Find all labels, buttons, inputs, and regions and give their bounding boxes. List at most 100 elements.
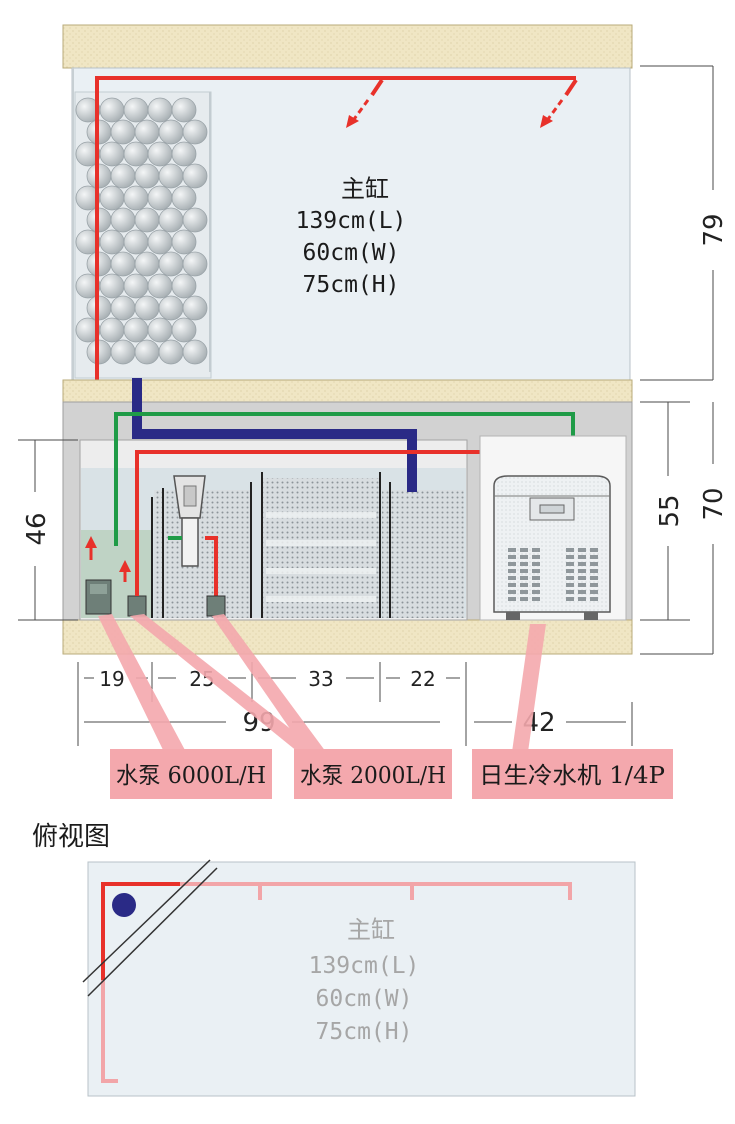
bio-ball [158,119,184,145]
chiller-vent-slot [590,555,598,559]
bio-ball [171,229,197,255]
bio-ball [182,163,208,189]
section-4-media [382,490,464,618]
chiller-vent-slot [508,597,516,601]
return-nozzle-2 [564,78,578,97]
bio-ball [110,251,136,277]
pump-6000 [85,579,112,615]
chiller-vent-slot [532,583,540,587]
chiller-vent-slot [520,562,528,566]
dim-sump-height: 55 [655,494,685,527]
bio-ball [99,97,125,123]
chiller-vent-slot [566,597,574,601]
callout-chiller-box [472,749,673,799]
main-tank-length: 139cm(L) [296,208,407,234]
pump-2000-b [206,595,226,617]
chiller-vent-slot [590,548,598,552]
callout-pump-small-box [294,749,452,799]
dim-tank-height: 79 [699,213,729,246]
section-3-media [262,478,380,618]
bio-ball [147,273,173,299]
chiller-vent-slot [578,583,586,587]
bio-ball [182,207,208,233]
chiller-vent-slot [566,548,574,552]
bio-ball [134,163,160,189]
tank-lid [62,24,633,69]
pump-2000-a [127,595,147,617]
return-nozzle-1 [370,78,384,97]
bio-ball [123,141,149,167]
bio-ball [182,295,208,321]
chiller-vent-slot [590,597,598,601]
flow-arrow-1 [346,99,370,128]
top-view-length: 139cm(L) [309,953,420,979]
bio-ball [123,185,149,211]
bio-ball [147,229,173,255]
bio-ball [147,141,173,167]
top-view-tank [87,861,636,1097]
chiller-vent-slot [520,569,528,573]
callout-leaders [98,614,546,752]
chiller-vent-slot [508,590,516,594]
bio-ball [182,251,208,277]
bio-ball [99,229,125,255]
bio-ball [123,317,149,343]
top-view-height: 75cm(H) [316,1019,413,1045]
protein-skimmer [173,475,206,567]
bio-ball [99,273,125,299]
bio-ball [123,97,149,123]
chiller-vent-slot [532,562,540,566]
chiller-vent-slot [520,576,528,580]
chiller-vent-slot [578,576,586,580]
bio-ball [110,339,136,365]
dimension-lines [18,65,714,746]
cabinet-top-board [62,379,633,403]
bio-ball [134,339,160,365]
chiller-vent-slot [520,597,528,601]
chiller-vent-slot [508,569,516,573]
callout-chiller: 日生冷水机 1/4P [479,763,665,789]
chiller-vent-slot [508,555,516,559]
bio-ball [182,339,208,365]
chiller-vent-slot [578,562,586,566]
sump-baffles [151,472,391,618]
bio-ball [158,207,184,233]
dim-water-level: 46 [22,512,52,545]
flow-arrow-2 [540,99,564,128]
top-view-drain [112,893,136,917]
bio-ball [110,295,136,321]
bio-ball [171,185,197,211]
chiller-vent-slot [532,555,540,559]
top-view-overflow-walls [82,859,218,997]
bio-ball [158,163,184,189]
chiller-vent-slot [578,569,586,573]
skimmer-feed-pipe [205,536,218,596]
top-view-title: 主缸 [347,916,395,944]
chiller-vent-slot [508,583,516,587]
bio-ball [134,295,160,321]
chiller-vent-slot [532,576,540,580]
callout-pump-small: 水泵 2000L/H [300,763,446,789]
chiller-vent-slot [508,548,516,552]
filter-media-bands [266,512,376,602]
bio-ball [134,207,160,233]
main-tank-title: 主缸 [341,175,389,203]
bio-ball [99,185,125,211]
chiller-vent-slot [520,590,528,594]
chiller-vent-slot [590,583,598,587]
bio-ball [99,317,125,343]
chiller-vents [508,548,598,601]
chiller-vent-slot [532,590,540,594]
chiller-vent-slot [578,548,586,552]
bio-balls [75,97,208,365]
bio-ball [110,163,136,189]
chiller-vent-slot [520,548,528,552]
bio-ball [158,339,184,365]
chiller-vent-slot [590,569,598,573]
top-view-heading: 俯视图 [32,822,110,852]
bio-ball [147,317,173,343]
main-tank-height: 75cm(H) [303,272,400,298]
bio-ball [123,273,149,299]
bio-ball [123,229,149,255]
